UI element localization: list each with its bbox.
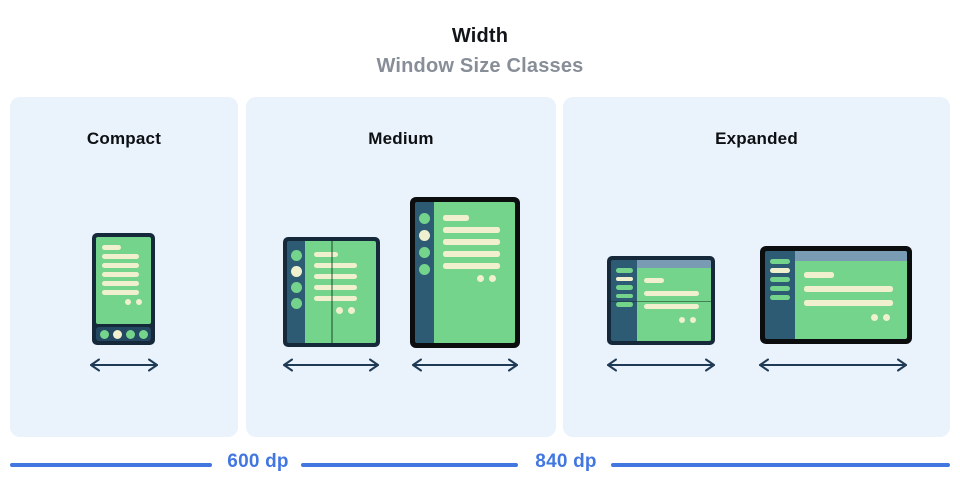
fold-line bbox=[331, 241, 333, 343]
nav-dot bbox=[138, 329, 148, 339]
rail-dot bbox=[290, 298, 302, 309]
skeleton-dot bbox=[477, 275, 484, 282]
breakpoint-line-segment bbox=[611, 463, 950, 467]
breakpoint-840dp-label: 840 dp bbox=[535, 451, 597, 472]
skeleton-line bbox=[644, 291, 700, 296]
skeleton-line bbox=[314, 252, 338, 257]
width-arrow-icon bbox=[410, 357, 520, 373]
skeleton-line bbox=[804, 300, 894, 306]
skeleton-line bbox=[443, 251, 500, 257]
skeleton-line bbox=[102, 272, 139, 277]
nav-rail bbox=[287, 241, 305, 343]
sidebar-item bbox=[770, 268, 790, 273]
skeleton-line bbox=[314, 263, 358, 268]
foldable-screen bbox=[305, 241, 376, 343]
phone-navbar bbox=[96, 327, 151, 341]
skeleton-line bbox=[102, 245, 121, 250]
sidebar-item bbox=[770, 259, 790, 264]
rail-dot bbox=[290, 282, 302, 293]
breakpoint-600dp-label: 600 dp bbox=[227, 451, 289, 472]
nav-dot bbox=[112, 329, 122, 339]
app-bar bbox=[637, 260, 711, 268]
panel-compact-label: Compact bbox=[86, 129, 162, 148]
sidebar-item bbox=[770, 277, 790, 282]
skeleton-line bbox=[102, 254, 139, 259]
diagram-subtitle: Window Size Classes bbox=[376, 55, 584, 77]
skeleton-dot bbox=[679, 317, 685, 323]
rail-dot bbox=[419, 213, 430, 224]
foldable-landscape-illustration bbox=[607, 256, 715, 345]
skeleton-dots bbox=[804, 314, 898, 321]
tablet-portrait-illustration bbox=[410, 197, 520, 348]
skeleton-line bbox=[443, 227, 500, 233]
sidebar-item bbox=[615, 285, 633, 290]
width-arrow-icon bbox=[757, 357, 909, 373]
skeleton-line bbox=[102, 290, 139, 295]
rail-dot bbox=[419, 230, 430, 241]
skeleton-line bbox=[804, 286, 894, 292]
sidebar bbox=[765, 251, 795, 339]
skeleton-line bbox=[644, 278, 665, 283]
phone-screen bbox=[96, 237, 151, 324]
skeleton-line bbox=[644, 304, 700, 309]
skeleton-dot bbox=[489, 275, 496, 282]
width-arrow-icon bbox=[605, 357, 717, 373]
rail-dot bbox=[290, 266, 302, 277]
skeleton-dot bbox=[871, 314, 878, 321]
rail-dot bbox=[419, 264, 430, 275]
rail-dot bbox=[290, 250, 302, 261]
skeleton-line bbox=[102, 263, 139, 268]
panel-medium-label: Medium bbox=[368, 129, 434, 148]
skeleton-dot bbox=[690, 317, 696, 323]
panel-expanded-label: Expanded bbox=[715, 129, 798, 148]
skeleton-dot bbox=[348, 307, 355, 314]
skeleton-dot bbox=[883, 314, 890, 321]
width-arrow-icon bbox=[88, 357, 160, 373]
skeleton-line bbox=[443, 239, 500, 245]
skeleton-line bbox=[314, 296, 358, 301]
skeleton-line bbox=[314, 274, 358, 279]
breakpoint-line-segment bbox=[301, 463, 518, 467]
panel-compact: Compact bbox=[10, 97, 238, 437]
sidebar-item bbox=[615, 293, 633, 298]
panel-expanded: Expanded bbox=[563, 97, 950, 437]
fold-line bbox=[611, 300, 711, 302]
sidebar-item bbox=[615, 268, 633, 273]
sidebar-item bbox=[770, 295, 790, 300]
skeleton-dot bbox=[336, 307, 343, 314]
laptop-screen bbox=[795, 251, 907, 339]
nav-rail bbox=[415, 202, 434, 343]
skeleton-line bbox=[804, 272, 835, 278]
skeleton-line bbox=[443, 215, 470, 221]
panel-medium: Medium bbox=[246, 97, 556, 437]
sidebar-item bbox=[770, 286, 790, 291]
nav-dot bbox=[99, 329, 109, 339]
laptop-landscape-illustration bbox=[760, 246, 912, 344]
tablet-screen bbox=[434, 202, 515, 343]
foldable-open-illustration bbox=[283, 237, 380, 347]
skeleton-dot bbox=[136, 299, 142, 305]
sidebar-item bbox=[615, 302, 633, 307]
skeleton-dots bbox=[314, 307, 367, 314]
diagram-header: Width Window Size Classes bbox=[0, 25, 960, 78]
breakpoint-line-segment bbox=[10, 463, 212, 467]
skeleton-dots bbox=[644, 317, 704, 323]
diagram-title: Width bbox=[451, 25, 509, 47]
phone-illustration bbox=[92, 233, 155, 345]
sidebar-item bbox=[615, 276, 633, 281]
skeleton-dots bbox=[443, 275, 506, 282]
skeleton-dots bbox=[102, 299, 145, 305]
skeleton-line bbox=[314, 285, 358, 290]
rail-dot bbox=[419, 247, 430, 258]
width-arrow-icon bbox=[281, 357, 381, 373]
skeleton-line bbox=[102, 281, 139, 286]
skeleton-line bbox=[443, 263, 500, 269]
app-bar bbox=[795, 251, 907, 261]
skeleton-dot bbox=[125, 299, 131, 305]
nav-dot bbox=[125, 329, 135, 339]
